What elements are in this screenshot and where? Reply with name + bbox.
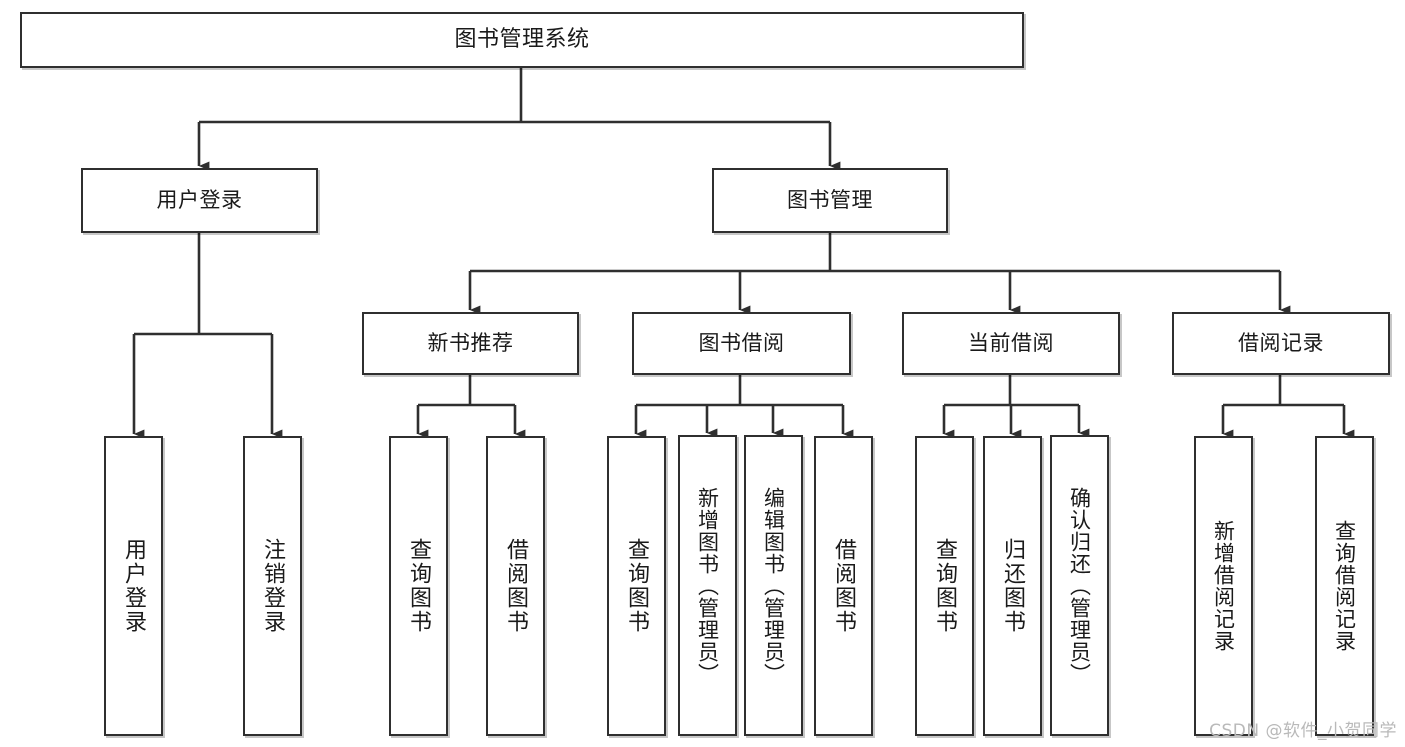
node-leaf-query-book-3-label: 查询图书 [932,538,958,634]
node-user-login[interactable]: 用户登录 [81,168,318,233]
node-leaf-add-book-label: 新增图书（管理员） [695,486,720,685]
node-leaf-query-book-1[interactable]: 查询图书 [389,436,448,736]
node-leaf-borrow-book-2-label: 借阅图书 [831,538,857,634]
node-root[interactable]: 图书管理系统 [20,12,1024,68]
node-leaf-borrow-book-1-label: 借阅图书 [503,538,529,634]
node-borrow-record-label: 借阅记录 [1238,330,1324,355]
node-leaf-logout-label: 注销登录 [260,538,286,634]
node-leaf-return-book[interactable]: 归还图书 [983,436,1042,736]
node-leaf-user-login[interactable]: 用户登录 [104,436,163,736]
node-new-book-rec-label: 新书推荐 [427,330,514,355]
node-user-login-label: 用户登录 [156,187,243,212]
node-leaf-confirm-return-label: 确认归还（管理员） [1067,486,1092,685]
node-leaf-query-book-2[interactable]: 查询图书 [607,436,666,736]
node-new-book-rec[interactable]: 新书推荐 [362,312,579,375]
node-book-borrow[interactable]: 图书借阅 [632,312,851,375]
node-leaf-add-record-label: 新增借阅记录 [1211,520,1236,652]
node-leaf-query-book-1-label: 查询图书 [406,538,432,634]
node-leaf-confirm-return[interactable]: 确认归还（管理员） [1050,435,1109,736]
node-leaf-add-book[interactable]: 新增图书（管理员） [678,435,737,736]
node-leaf-query-record[interactable]: 查询借阅记录 [1315,436,1374,736]
node-current-borrow[interactable]: 当前借阅 [902,312,1120,375]
node-borrow-record[interactable]: 借阅记录 [1172,312,1390,375]
node-leaf-logout[interactable]: 注销登录 [243,436,302,736]
node-book-manage-label: 图书管理 [787,187,873,212]
node-leaf-edit-book-label: 编辑图书（管理员） [761,486,786,685]
node-leaf-borrow-book-1[interactable]: 借阅图书 [486,436,545,736]
node-current-borrow-label: 当前借阅 [968,330,1054,355]
node-leaf-edit-book[interactable]: 编辑图书（管理员） [744,435,803,736]
node-leaf-query-record-label: 查询借阅记录 [1332,520,1357,652]
node-leaf-query-book-2-label: 查询图书 [624,538,650,634]
node-leaf-add-record[interactable]: 新增借阅记录 [1194,436,1253,736]
node-leaf-return-book-label: 归还图书 [1000,538,1026,634]
node-root-label: 图书管理系统 [454,26,590,52]
node-leaf-user-login-label: 用户登录 [121,538,147,634]
node-leaf-query-book-3[interactable]: 查询图书 [915,436,974,736]
watermark-text: CSDN @软件_小贺同学 [1209,721,1397,741]
node-book-manage[interactable]: 图书管理 [712,168,948,233]
node-leaf-borrow-book-2[interactable]: 借阅图书 [814,436,873,736]
node-book-borrow-label: 图书借阅 [698,330,785,355]
